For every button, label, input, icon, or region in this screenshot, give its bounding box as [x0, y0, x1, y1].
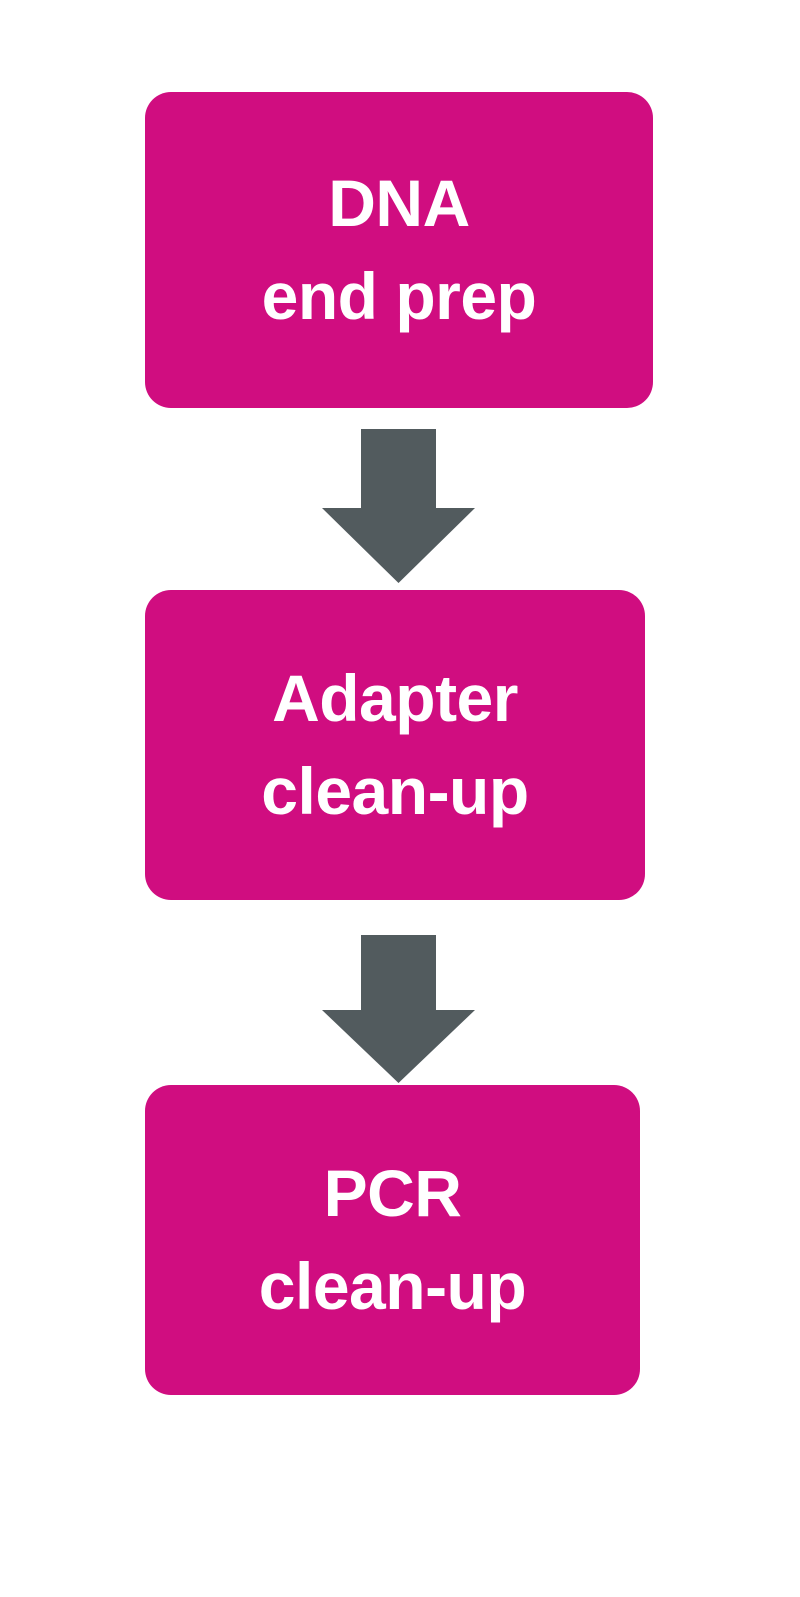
- flow-step-label-line2: clean-up: [258, 1249, 527, 1323]
- flow-step-label-line1: DNA: [328, 166, 470, 240]
- flow-step-dna-end-prep[interactable]: DNA end prep: [145, 92, 653, 408]
- down-arrow-icon-connector-1: [322, 429, 475, 583]
- flow-step-label-line2: clean-up: [261, 754, 529, 828]
- down-arrow-icon-connector-2: [322, 935, 475, 1083]
- flow-step-adapter-clean-up[interactable]: Adapter clean-up: [145, 590, 645, 900]
- flow-step-label-line1: Adapter: [272, 661, 518, 735]
- flow-step-label-line2: end prep: [261, 259, 537, 333]
- flow-step-label-line1: PCR: [323, 1156, 462, 1230]
- flow-step-pcr-clean-up[interactable]: PCR clean-up: [145, 1085, 640, 1395]
